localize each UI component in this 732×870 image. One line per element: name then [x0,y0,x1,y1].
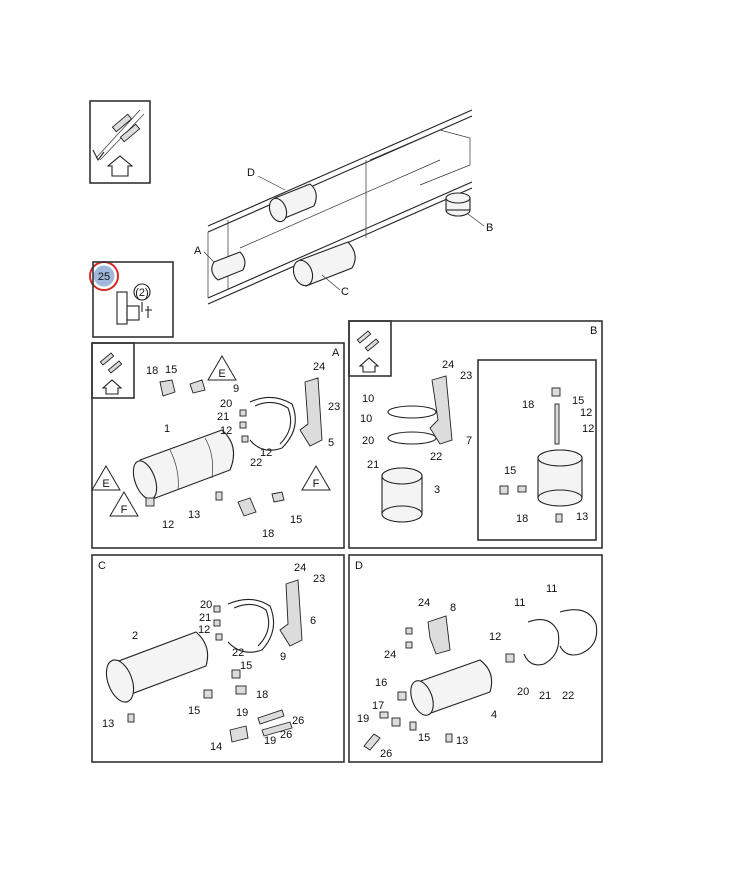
overview-callout-a: A [194,245,202,257]
panel-c-callout: 26 [292,715,304,727]
panel-c-callout: 15 [188,705,200,717]
panel-d-callout: 19 [357,713,369,725]
panel-d-callout: 21 [539,690,551,702]
panel-a-callout: 23 [328,401,340,413]
panel-d-callout: 15 [418,732,430,744]
panel-c-callout: 21 [199,612,211,624]
chassis-overview: D B C A [194,109,493,305]
panel-c-callout: 2 [132,630,138,642]
panel-c-callout: 14 [210,741,222,753]
orientation-icon [89,100,151,184]
panel-c-callout: 15 [240,660,252,672]
panel-a-callout: 21 [217,411,229,423]
panel-b-callout: 18 [516,513,528,525]
panel-c: C 24 23 20 21 12 6 2 22 9 15 18 15 13 19… [91,554,345,763]
panel-c-callout: 19 [264,735,276,747]
panel-d-callout: 4 [491,709,497,721]
panel-b-callout: 12 [582,423,594,435]
panel-d-callout: 11 [514,597,525,609]
panel-d-callout: 26 [380,748,392,760]
panel-a-callout: 13 [188,509,200,521]
panel-a-callout: 18 [146,365,158,377]
panel-b-callout: 21 [367,459,379,471]
panel-b-callout: 24 [442,359,454,371]
panel-a-callout: 12 [260,447,272,459]
panel-d-callout: 8 [450,602,456,614]
panel-d-callout: 12 [489,631,501,643]
panel-b-callout: 15 [504,465,516,477]
panel-b-callout: 20 [362,435,374,447]
overview-callout-d: D [247,167,255,179]
panel-d-callout: 16 [375,677,387,689]
valve-symbol-icon: (2) [92,261,174,338]
panel-a-callout: 12 [162,519,174,531]
panel-a-marker-e2: E [102,478,109,490]
badge-number: 25 [98,271,110,283]
panel-d-callout: 17 [372,700,384,712]
panel-d-callout: 24 [418,597,430,609]
panel-b: B 10 24 23 10 7 20 21 22 3 18 [348,320,603,549]
panel-b-callout: 22 [430,451,442,463]
panel-d-callout: 22 [562,690,574,702]
callout-badge[interactable]: 25 [89,261,119,291]
panel-c-callout: 19 [236,707,248,719]
panel-a-callout: 9 [233,383,239,395]
panel-c-title: C [98,560,106,572]
panel-a: A E E F F 18 15 24 [91,342,345,549]
overview-callout-b: B [486,222,493,234]
panel-c-callout: 9 [280,651,286,663]
panel-c-callout: 23 [313,573,325,585]
panel-b-callout: 15 [572,395,584,407]
panel-d-title: D [355,560,363,572]
panel-c-callout: 12 [198,624,210,636]
panel-d-callout: 24 [384,649,396,661]
panel-a-marker-f1: F [121,504,128,516]
panel-c-callout: 13 [102,718,114,730]
panel-d-callout: 20 [517,686,529,698]
panel-a-marker-f2: F [313,478,320,490]
panel-b-callout: 18 [522,399,534,411]
panel-a-callout: 18 [262,528,274,540]
panel-a-callout: 15 [165,364,177,376]
panel-a-callout: 12 [220,425,232,437]
panel-a-callout: 5 [328,437,334,449]
panel-b-callout: 23 [460,370,472,382]
panel-a-callout: 22 [250,457,262,469]
panel-c-callout: 26 [280,729,292,741]
panel-b-title: B [590,325,597,337]
panel-b-callout: 7 [466,435,472,447]
panel-a-callout: 24 [313,361,325,373]
overview-callout-c: C [341,286,349,298]
panel-c-callout: 24 [294,562,306,574]
panel-a-marker-e1: E [218,368,225,380]
panel-c-callout: 22 [232,647,244,659]
panel-b-callout: 12 [580,407,592,419]
panel-a-title: A [332,347,340,359]
panel-b-callout: 13 [576,511,588,523]
valve-symbol-text: (2) [135,287,148,299]
panel-b-callout: 10 [362,393,374,405]
panel-d: D 24 8 11 11 12 24 16 20 21 22 17 19 4 1… [348,554,603,763]
panel-b-callout: 10 [360,413,372,425]
panel-d-callout: 13 [456,735,468,747]
panel-b-callout: 3 [434,484,440,496]
panel-d-callout: 11 [546,583,557,595]
panel-c-callout: 20 [200,599,212,611]
panel-c-callout: 6 [310,615,316,627]
panel-c-callout: 18 [256,689,268,701]
panel-a-callout: 20 [220,398,232,410]
panel-a-callout: 1 [164,423,170,435]
panel-a-callout: 15 [290,514,302,526]
